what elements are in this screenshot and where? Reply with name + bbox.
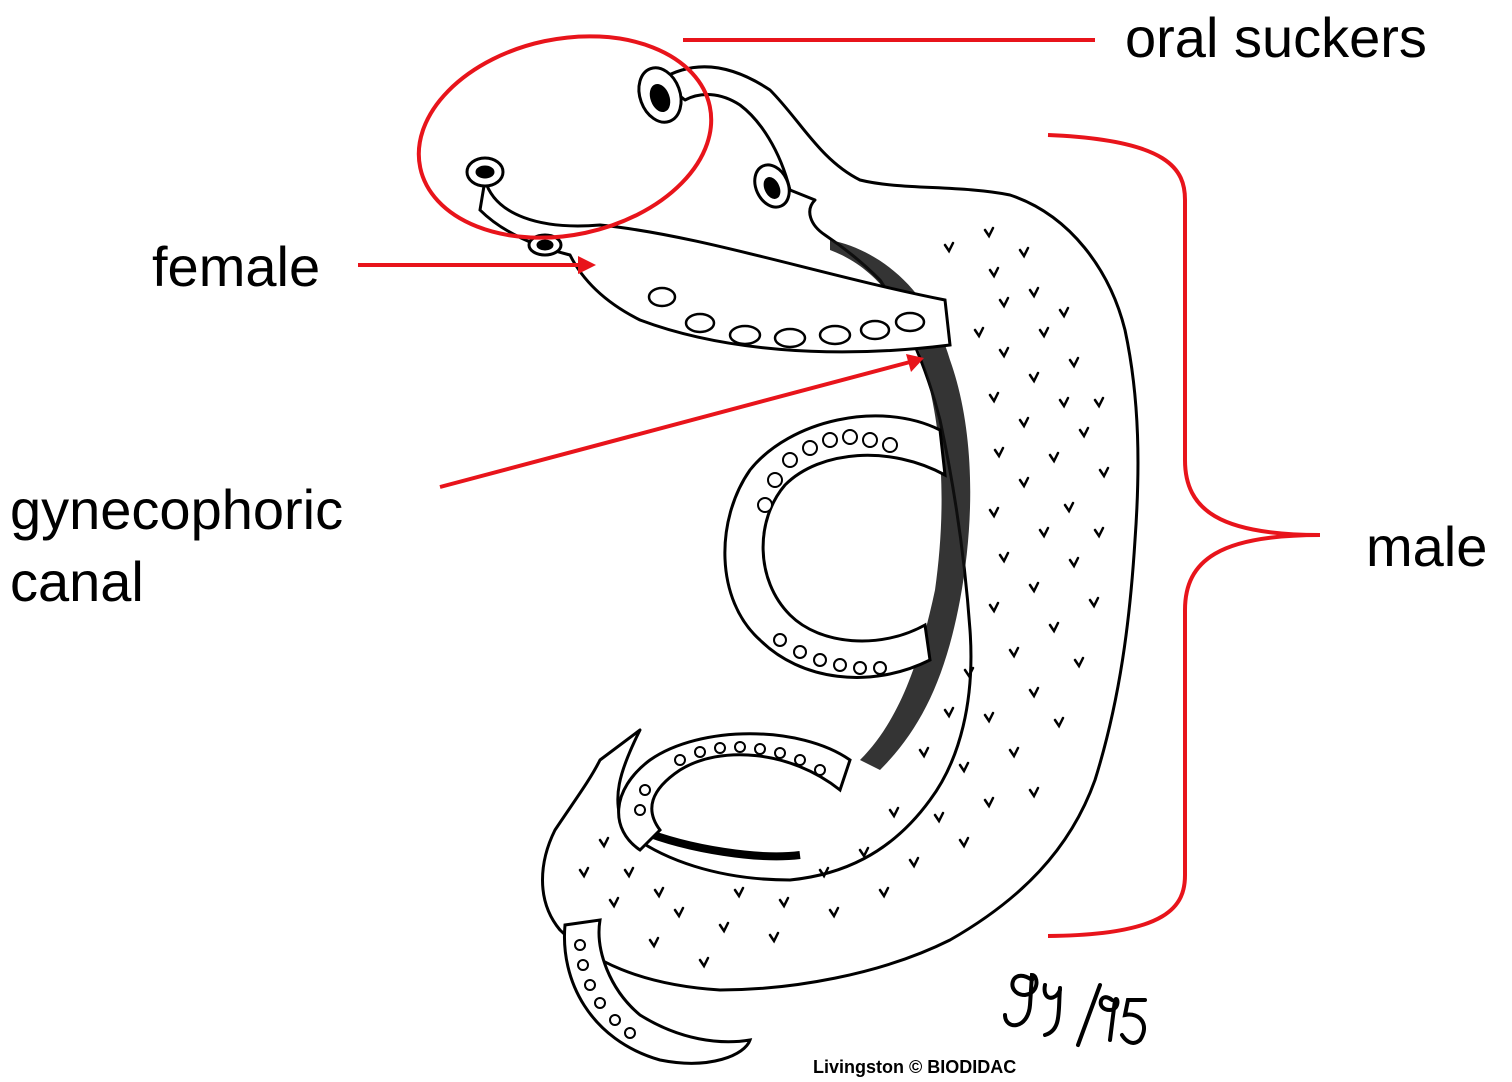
- artist-signature: [1005, 975, 1145, 1045]
- label-gynecophoric: gynecophoric: [10, 478, 343, 542]
- label-female: female: [152, 235, 320, 299]
- credit-line: Livingston © BIODIDAC: [813, 1057, 1016, 1078]
- annotations: [358, 10, 1320, 936]
- label-male: male: [1366, 515, 1487, 579]
- label-canal: canal: [10, 550, 144, 614]
- label-oral-suckers: oral suckers: [1125, 6, 1427, 70]
